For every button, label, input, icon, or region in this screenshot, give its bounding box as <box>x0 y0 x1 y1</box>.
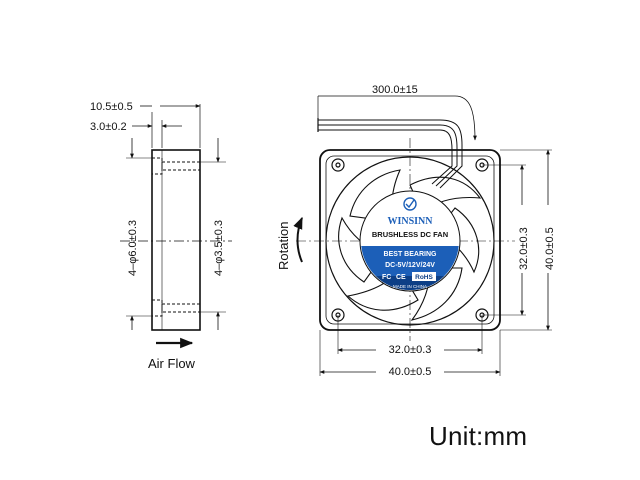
airflow-label: Air Flow <box>148 356 196 371</box>
front-view: WINSINN BRUSHLESS DC FAN BEST BEARING DC… <box>276 84 556 378</box>
sticker-line3: DC-5V/12V/24V <box>385 262 435 269</box>
dim-size-v: 40.0±0.5 <box>544 227 556 270</box>
dim-cable: 300.0±15 <box>372 84 418 96</box>
dim-hole-inner: 4–φ3.5±0.3 <box>213 220 225 276</box>
rotation-arrow-icon <box>293 216 303 263</box>
side-view-holes <box>151 157 201 317</box>
unit-label: Unit:mm <box>429 421 528 451</box>
rotation-label: Rotation <box>276 222 291 270</box>
side-view: 10.5±0.5 3.0±0.2 4–φ6.0±0.3 4–φ3.5±0.3 A… <box>90 101 232 371</box>
fan-cables <box>317 118 463 189</box>
sticker-origin: MADE IN CHINA <box>393 284 427 289</box>
dim-width: 10.5±0.5 <box>90 101 133 113</box>
sticker-cert-fc: FC <box>382 274 391 281</box>
brand-logo-icon <box>403 197 417 211</box>
dim-hole-spacing-h: 32.0±0.3 <box>389 344 432 356</box>
sticker-cert-rohs: RoHS <box>415 274 433 281</box>
fan-frame-outer <box>319 149 501 331</box>
dim-hole-spacing-v: 32.0±0.3 <box>518 227 530 270</box>
dim-flange: 3.0±0.2 <box>90 121 127 133</box>
dim-hole-outer: 4–φ6.0±0.3 <box>127 220 139 276</box>
side-view-body <box>151 149 201 331</box>
fan-sticker: WINSINN BRUSHLESS DC FAN BEST BEARING DC… <box>359 190 461 292</box>
fan-opening <box>325 156 495 326</box>
sticker-brand: WINSINN <box>387 216 433 227</box>
dim-size-h: 40.0±0.5 <box>389 366 432 378</box>
sticker-cert-ce: CE <box>396 274 406 281</box>
sticker-line1: BRUSHLESS DC FAN <box>372 230 448 239</box>
sticker-line2: BEST BEARING <box>384 251 437 258</box>
